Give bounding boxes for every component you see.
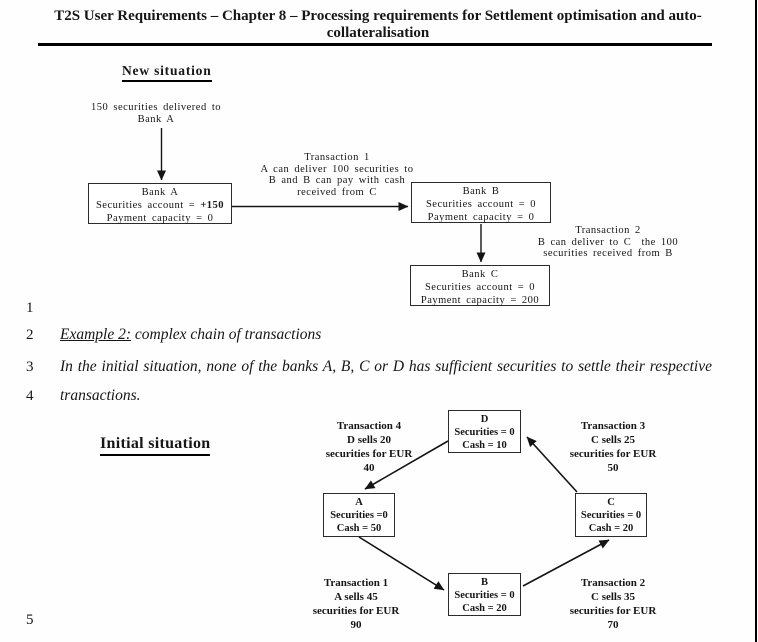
- bank-a-securities: Securities account = +150: [89, 199, 231, 212]
- header-rule: [38, 43, 712, 46]
- bank-a-node: Bank A Securities account = +150 Payment…: [88, 183, 232, 224]
- line-number-4: 4: [26, 388, 34, 404]
- transaction1-label: Transaction 1 A can deliver 100 securiti…: [260, 152, 414, 198]
- line-number-3: 3: [26, 359, 34, 375]
- delivery-note: 150 securities delivered to Bank A: [90, 102, 221, 125]
- line-number-5: 5: [26, 612, 34, 628]
- node-a: A Securities =0 Cash = 50: [323, 493, 395, 537]
- line-number-2: 2: [26, 327, 34, 343]
- node-b: B Securities = 0 Cash = 20: [448, 573, 521, 616]
- bank-a-securities-value: +150: [200, 199, 225, 211]
- transaction1-bottom-label: Transaction 1 A sells 45 securities for …: [312, 577, 400, 631]
- transaction3-label: Transaction 3 C sells 25 securities for …: [569, 420, 657, 474]
- transaction2-label: Transaction 2 B can deliver to C the 100…: [537, 225, 679, 259]
- example-label: Example 2:: [60, 326, 132, 343]
- example-heading: Example 2: complex chain of transactions: [60, 326, 712, 344]
- example-rest: complex chain of transactions: [131, 326, 322, 343]
- page-title: T2S User Requirements – Chapter 8 – Proc…: [54, 8, 702, 41]
- transaction2-bottom-label: Transaction 2 C sells 35 securities for …: [569, 577, 657, 631]
- paragraph-line-1: In the initial situation, none of the ba…: [60, 358, 712, 375]
- bank-a-securities-label: Securities account =: [95, 199, 201, 211]
- node-c: C Securities = 0 Cash = 20: [575, 493, 647, 537]
- transaction4-label: Transaction 4 D sells 20 securities for …: [325, 420, 413, 474]
- initial-situation-heading: Initial situation: [100, 435, 211, 456]
- paragraph-line-2: transactions.: [60, 387, 141, 404]
- new-situation-heading: New situation: [122, 63, 212, 82]
- bank-b-node: Bank B Securities account = 0 Payment ca…: [411, 182, 551, 223]
- node-d: D Securities = 0 Cash = 10: [448, 410, 521, 453]
- bank-a-payment: Payment capacity = 0: [106, 212, 214, 224]
- page-right-edge: [755, 0, 757, 642]
- bank-a-title: Bank A: [141, 186, 179, 198]
- bank-c-node: Bank C Securities account = 0 Payment ca…: [410, 265, 550, 306]
- line-number-1: 1: [26, 300, 34, 316]
